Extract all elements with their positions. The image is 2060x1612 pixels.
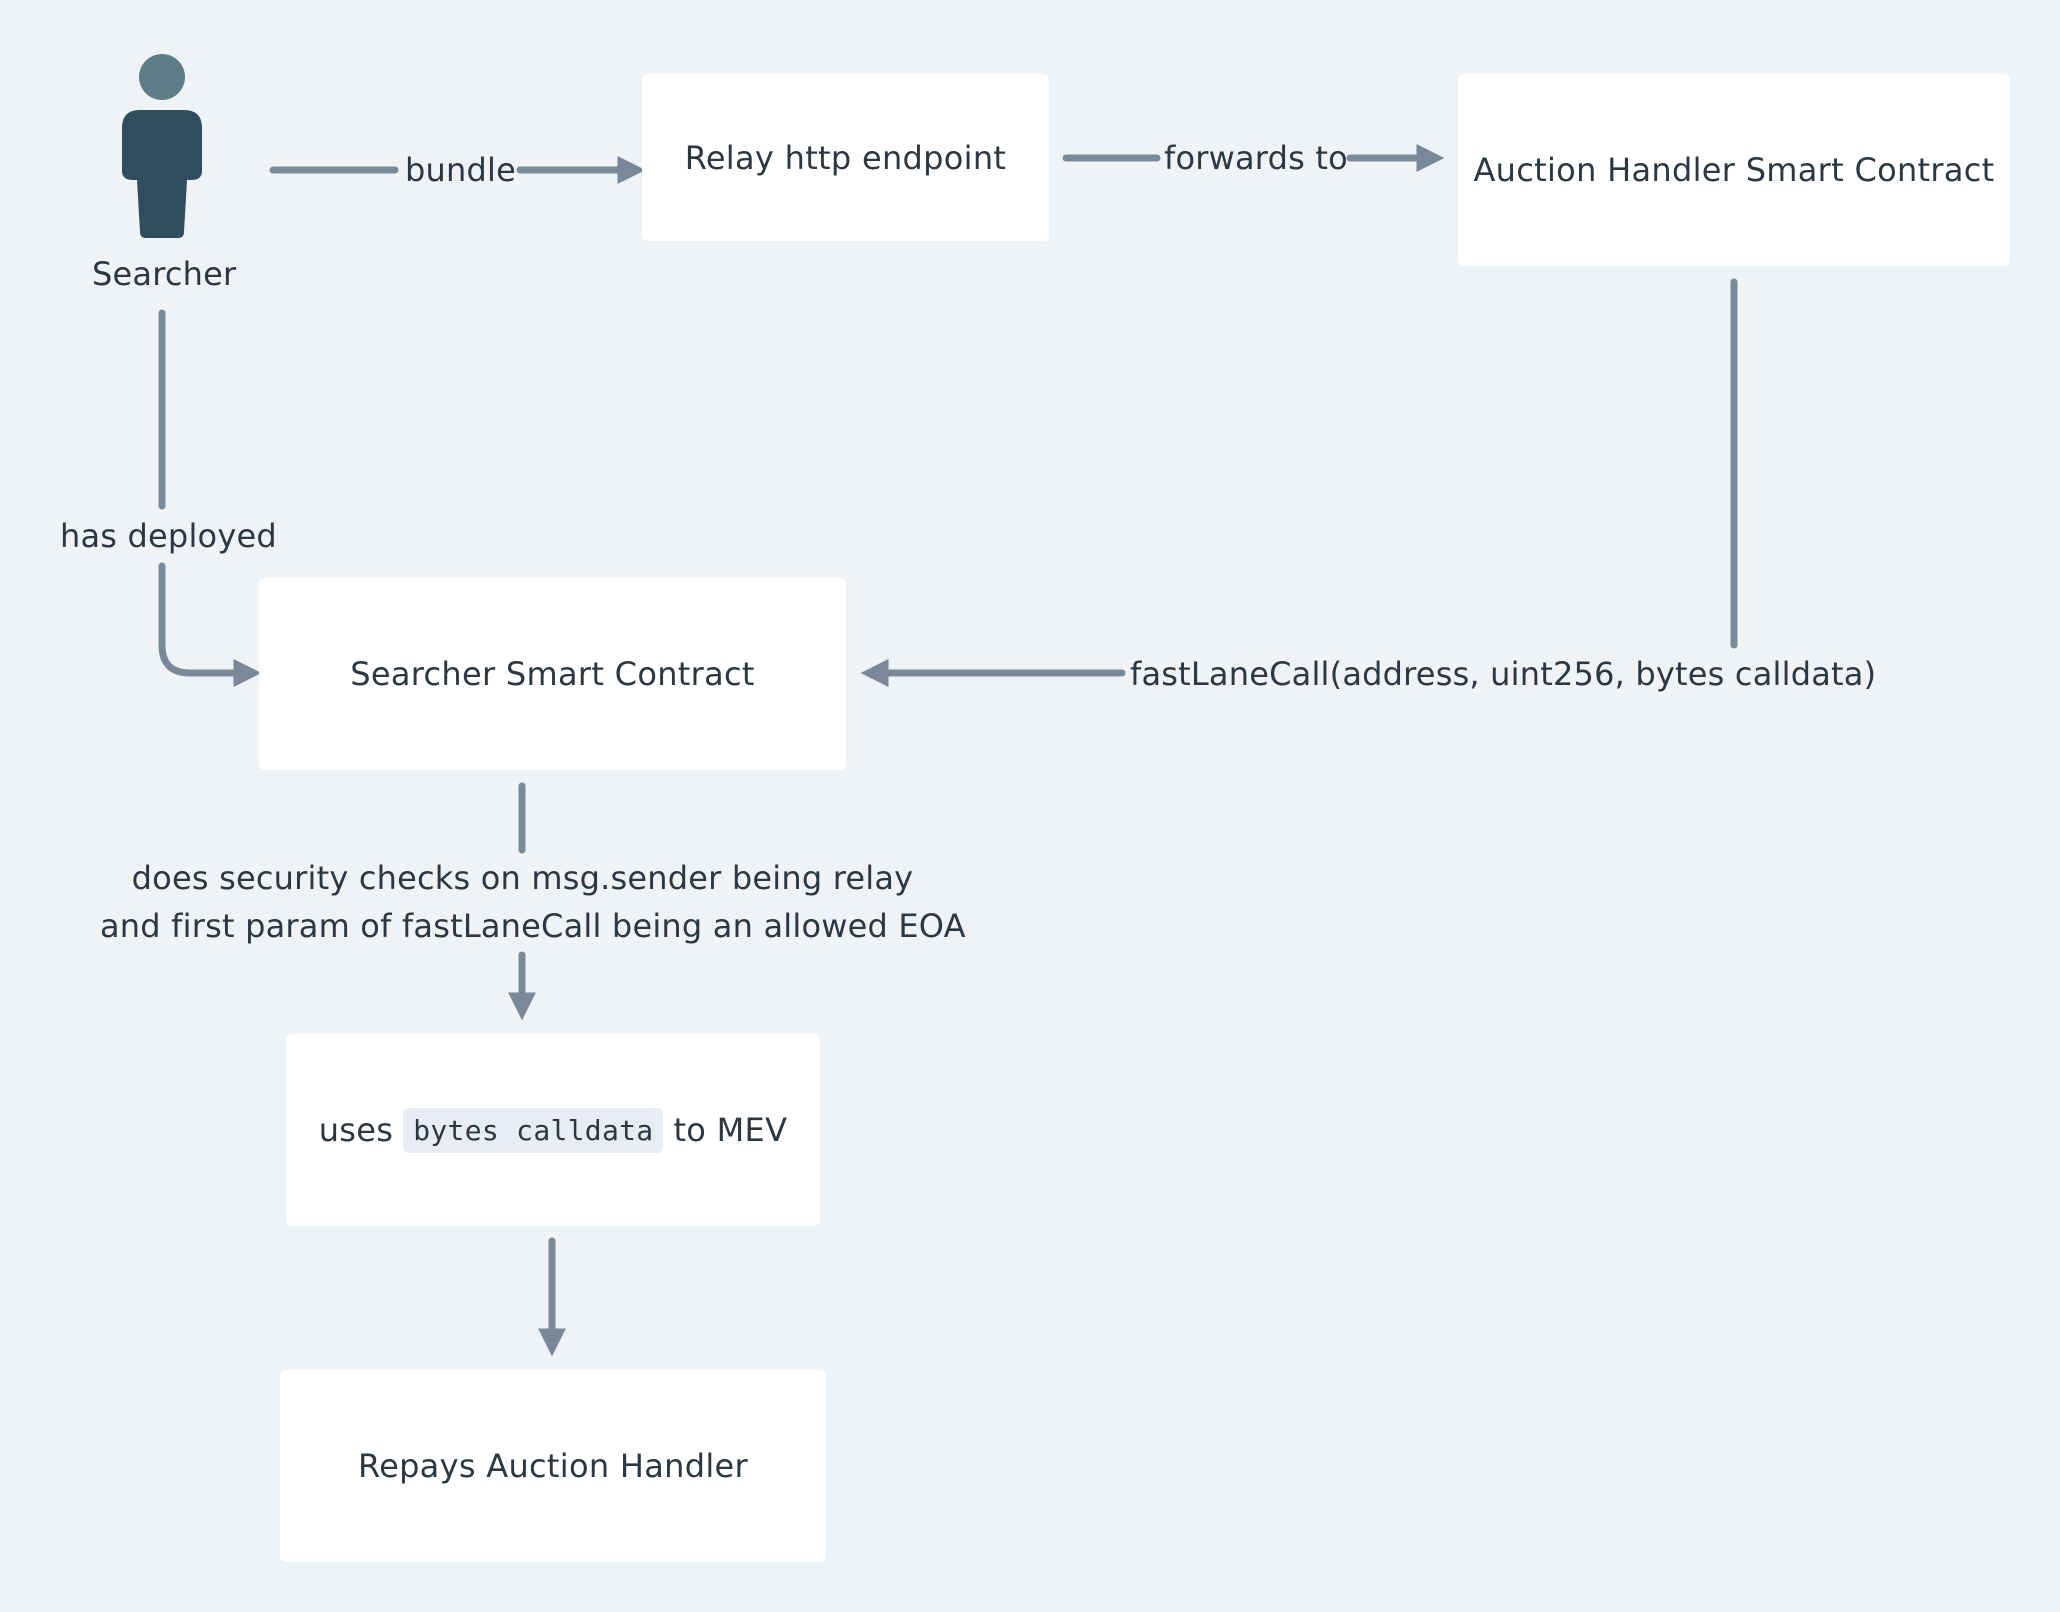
node-auction-handler-label: Auction Handler Smart Contract (1473, 151, 1995, 189)
edge-label-forwards-to: forwards to (1164, 139, 1348, 177)
edge-label-security-line1: does security checks on msg.sender being… (131, 859, 914, 897)
node-repays-auction-handler: Repays Auction Handler (280, 1370, 826, 1562)
person-icon (122, 54, 202, 238)
edge-label-has-deployed: has deployed (60, 517, 277, 555)
node-uses-code: bytes calldata (403, 1107, 664, 1153)
edge-label-security-line2: and first param of fastLaneCall being an… (100, 907, 966, 945)
node-relay-label: Relay http endpoint (684, 138, 1007, 177)
node-auction-handler: Auction Handler Smart Contract (1458, 74, 2010, 266)
node-uses-suffix: to MEV (673, 1111, 788, 1149)
node-uses-calldata: uses bytes calldata to MEV (286, 1034, 820, 1226)
edge-deployed-bottom (158, 562, 262, 687)
node-searcher-contract-label: Searcher Smart Contract (350, 655, 755, 693)
edge-label-bundle: bundle (405, 151, 516, 189)
node-repays-label: Repays Auction Handler (357, 1447, 749, 1485)
node-uses-prefix: uses (318, 1111, 394, 1149)
node-relay-http-endpoint: Relay http endpoint (642, 74, 1049, 241)
node-searcher-smart-contract: Searcher Smart Contract (259, 578, 846, 770)
edge-label-fastlanecall: fastLaneCall(address, uint256, bytes cal… (1130, 655, 1877, 693)
searcher-actor-label: Searcher (92, 255, 237, 293)
